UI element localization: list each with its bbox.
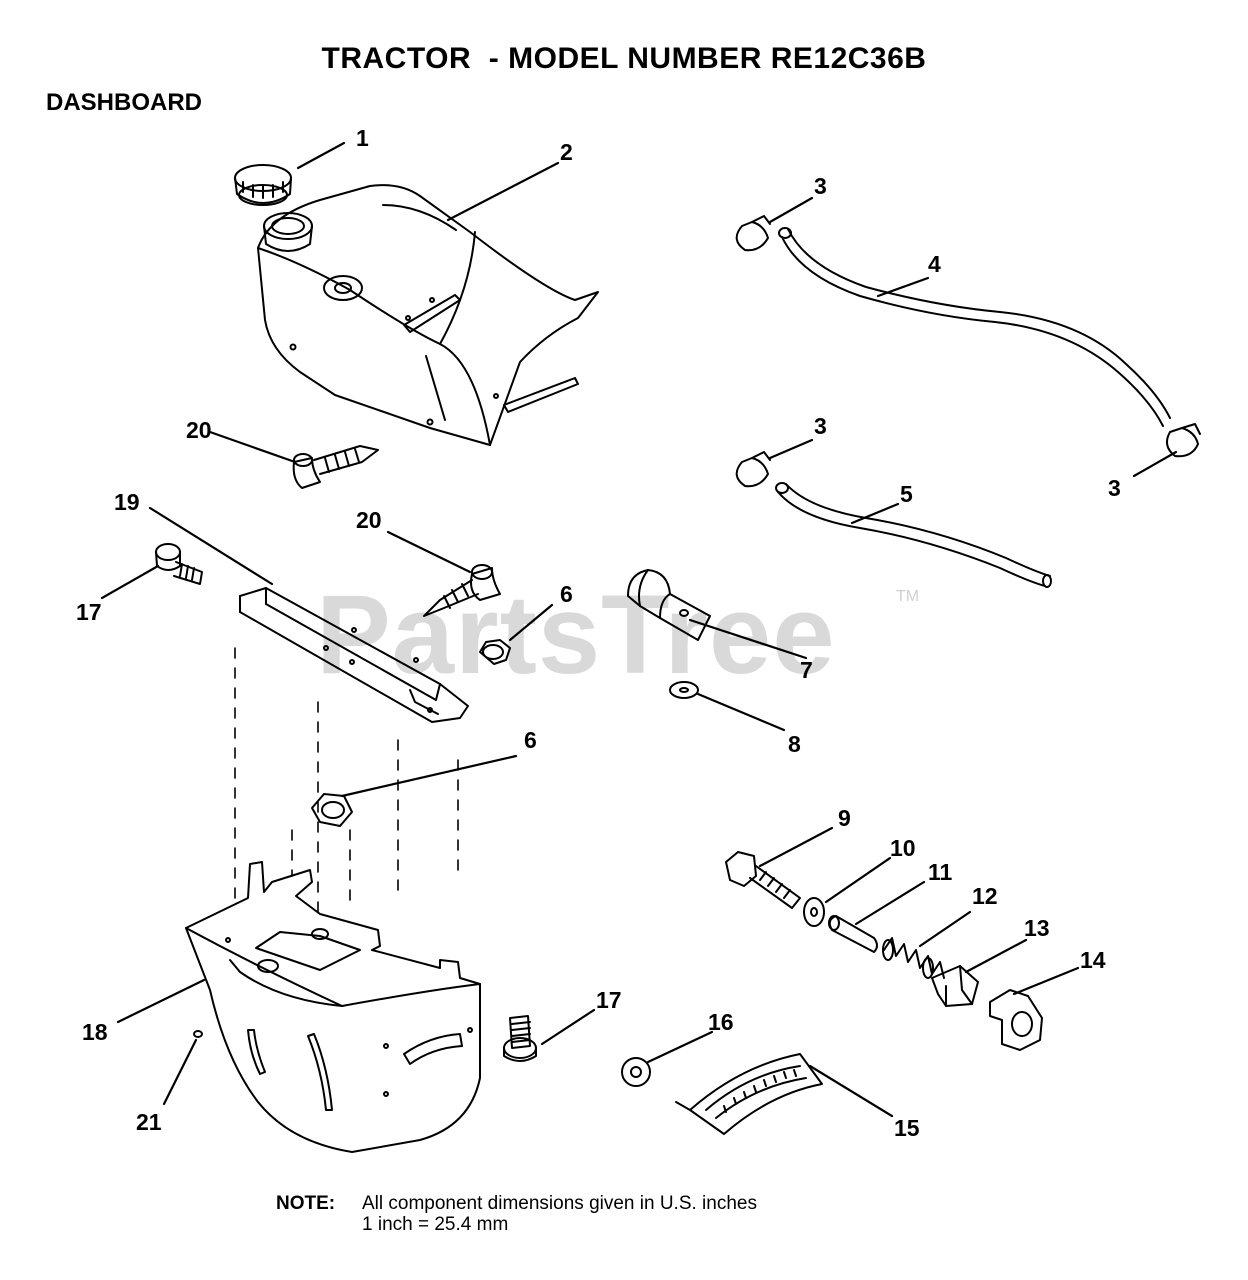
callout-labels: 1 2 3 4 3 3 5 20 19 20 17 6 7 8 6 9 10 1… <box>76 125 1121 1141</box>
part-17-bolt-upper <box>100 543 203 600</box>
note-line-1: All component dimensions given in U.S. i… <box>362 1193 757 1214</box>
callout-12: 12 <box>972 883 998 909</box>
part-17-bolt-lower <box>503 1008 596 1062</box>
callout-9: 9 <box>838 805 851 831</box>
part-19-dash-bracket <box>148 506 469 723</box>
callout-16: 16 <box>708 1009 734 1035</box>
part-20-self-tapping-screw-upper <box>208 430 379 489</box>
part-9-carriage-bolt <box>725 826 834 909</box>
part-3-hose-clamp-right <box>1132 423 1201 478</box>
part-3-hose-clamp-middle <box>735 438 814 488</box>
part-1-fuel-cap <box>234 141 346 206</box>
callout-3-top: 3 <box>814 173 827 199</box>
part-18-dashboard-panel <box>116 861 481 1153</box>
callout-17-upper: 17 <box>76 599 102 625</box>
callout-15: 15 <box>894 1115 920 1141</box>
part-11-spacer <box>828 880 926 953</box>
part-3-hose-clamp-top <box>735 196 814 252</box>
callout-11: 11 <box>928 859 953 885</box>
part-7-hose-clip <box>627 569 808 660</box>
callout-20-middle: 20 <box>356 507 382 533</box>
callout-13: 13 <box>1024 915 1050 941</box>
callout-5: 5 <box>900 481 913 507</box>
part-5-fuel-hose <box>775 482 1052 588</box>
callout-21: 21 <box>136 1109 162 1135</box>
part-15-indicator-plate <box>675 1053 894 1135</box>
section-title: DASHBOARD <box>46 89 202 116</box>
callout-3-right: 3 <box>1108 475 1121 501</box>
callout-2: 2 <box>560 139 573 165</box>
callout-6-lower: 6 <box>524 727 537 753</box>
dimension-note: NOTE: All component dimensions given in U… <box>276 1193 757 1235</box>
callout-20-upper: 20 <box>186 417 212 443</box>
callout-7: 7 <box>800 657 813 683</box>
page-title: TRACTOR - MODEL NUMBER RE12C36B <box>321 42 927 75</box>
note-line-2: 1 inch = 25.4 mm <box>362 1214 509 1235</box>
callout-18: 18 <box>82 1019 108 1045</box>
part-16-washer <box>621 1030 714 1087</box>
note-label: NOTE: <box>276 1193 336 1214</box>
callout-6-upper: 6 <box>560 581 573 607</box>
callout-1: 1 <box>356 125 369 151</box>
part-2-fuel-tank <box>257 161 599 446</box>
part-21-small-screw <box>162 1030 203 1106</box>
watermark-logo: PartsTree <box>316 572 836 697</box>
callout-10: 10 <box>890 835 916 861</box>
part-8-washer <box>669 681 786 732</box>
callout-19: 19 <box>114 489 140 515</box>
part-20-self-tapping-screw-middle <box>386 530 501 617</box>
watermark-trademark: TM <box>896 588 920 605</box>
part-4-fuel-hose <box>778 227 1171 427</box>
part-12-spring <box>882 910 972 979</box>
part-6-nut-lower <box>311 754 518 827</box>
callout-4: 4 <box>928 251 941 277</box>
part-10-washer <box>803 856 892 927</box>
callout-8: 8 <box>788 731 801 757</box>
assembly-guide-lines <box>234 647 459 921</box>
part-14-bracket <box>989 966 1080 1051</box>
callout-17-lower: 17 <box>596 987 622 1013</box>
part-6-nut-upper <box>479 603 554 665</box>
part-13-latch <box>931 938 1028 1007</box>
callout-3-middle: 3 <box>814 413 827 439</box>
callout-14: 14 <box>1080 947 1106 973</box>
